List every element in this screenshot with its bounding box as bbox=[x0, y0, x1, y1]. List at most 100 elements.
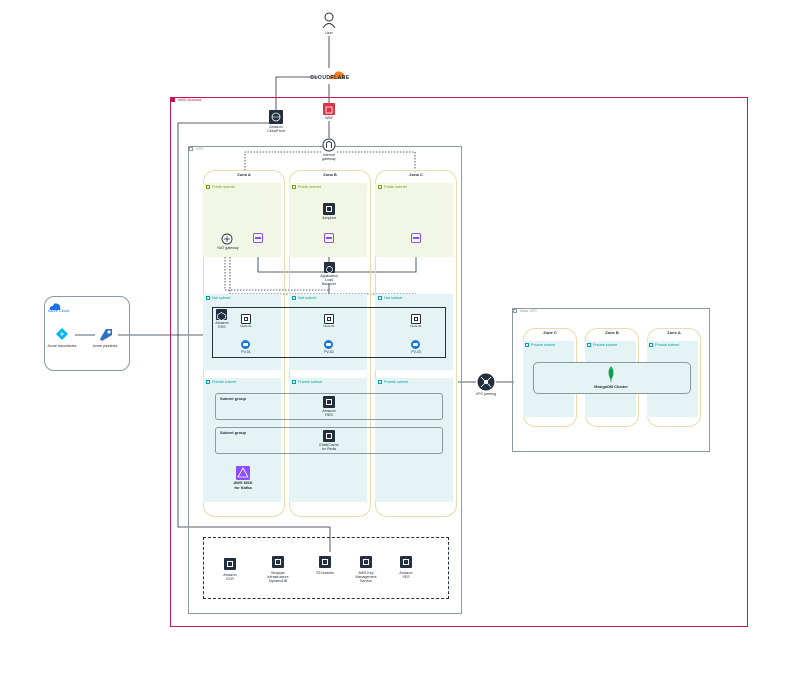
node-zone-c-label: Node 01 bbox=[410, 324, 422, 328]
zone-a-title: Zona A bbox=[237, 172, 251, 177]
eks-cluster-boundary bbox=[212, 307, 446, 358]
cloudflare-wordmark: CLOUDFLARE bbox=[310, 75, 350, 81]
dynamodb-label-2: Infrastructure bbox=[267, 575, 289, 579]
alb-zone-b-icon bbox=[324, 233, 334, 243]
jumpbox-label: Jumpbox bbox=[321, 216, 337, 220]
azure-pipelines-icon bbox=[97, 326, 114, 342]
atlas-vpc-container bbox=[512, 308, 710, 452]
elasticache-label-2: for Redis bbox=[321, 447, 337, 451]
public-subnet-icon bbox=[378, 185, 382, 189]
azure-pipelines-label: Azure pipelines bbox=[92, 344, 118, 348]
ecr-label-2: ECR bbox=[226, 577, 234, 581]
ses-label-1: Amazon bbox=[399, 571, 413, 575]
public-subnet-icon bbox=[206, 185, 210, 189]
aws-account-container bbox=[170, 97, 748, 627]
elasticache-icon bbox=[323, 430, 335, 442]
igw-to-zone-c-line bbox=[337, 151, 416, 172]
dynamodb-icon bbox=[272, 556, 284, 568]
mongodb-leaf-icon bbox=[606, 366, 616, 382]
vpc-label: VPC bbox=[196, 147, 204, 151]
zone-c-public-subnet-label: Public subnet bbox=[384, 185, 407, 189]
node-zone-a-label: Node 01 bbox=[240, 324, 252, 328]
node-zone-b-icon bbox=[324, 314, 334, 324]
kms-icon bbox=[360, 556, 372, 568]
cloudflare-logo-icon bbox=[327, 67, 347, 79]
zone-b-public-subnet bbox=[289, 183, 367, 257]
pv-02-label: PV-02 bbox=[324, 350, 334, 354]
subnet-group-elasticache-title: Subnet group bbox=[220, 430, 246, 435]
private-subnet-icon bbox=[525, 343, 529, 347]
ecr-label-1: Amazon bbox=[223, 573, 237, 577]
waf-icon bbox=[323, 103, 335, 115]
pv-01-label: PV-01 bbox=[241, 350, 251, 354]
zone-c-title: Zona C bbox=[409, 172, 423, 177]
azure-cloud-container bbox=[44, 296, 130, 371]
igw-label-2: gateway bbox=[322, 157, 336, 161]
ses-icon bbox=[400, 556, 412, 568]
msk-icon bbox=[236, 466, 250, 480]
pv-03-label: PV-03 bbox=[411, 350, 421, 354]
zone-a-private-subnet-label: Private subnet bbox=[212, 380, 237, 384]
user-icon bbox=[322, 12, 336, 29]
alb-label-3: Balancer bbox=[321, 282, 337, 286]
cloudfront-to-s3-line bbox=[177, 122, 331, 552]
azure-cloud-icon bbox=[48, 298, 62, 310]
zone-b-nat-subnet-label: Nat subnet bbox=[298, 296, 317, 300]
elasticache-label-1: ElastiCache bbox=[319, 443, 339, 447]
msk-label-1: AWS MSK bbox=[233, 480, 253, 485]
atlas-vpc-label: Atlas VPC bbox=[520, 309, 538, 313]
nat-gateway-icon bbox=[221, 232, 233, 245]
private-subnet-icon bbox=[587, 343, 591, 347]
subnet-group-rds: Subnet group bbox=[215, 393, 443, 420]
cloudflare-to-cloudfront-line bbox=[275, 76, 318, 110]
atlas-zone-b-title: Zone B bbox=[605, 330, 619, 335]
alb-label-2: Load bbox=[325, 278, 333, 282]
pv-02-icon bbox=[324, 340, 333, 349]
zone-c-nat-subnet-label: Nat subnet bbox=[384, 296, 403, 300]
internet-gateway-icon bbox=[322, 138, 336, 152]
azure-repos-label: Azure repositories bbox=[47, 344, 77, 348]
private-subnet-icon bbox=[649, 343, 653, 347]
application-load-balancer-icon bbox=[324, 262, 335, 273]
node-zone-a-icon bbox=[241, 314, 251, 324]
node-zone-b-label: Node 01 bbox=[323, 324, 335, 328]
pv-03-icon bbox=[411, 340, 420, 349]
pv-01-icon bbox=[241, 340, 250, 349]
cloudfront-label-1: Amazon bbox=[269, 125, 283, 129]
igw-to-zone-a-line bbox=[244, 151, 321, 172]
dynamodb-label-3: DynamoDB bbox=[268, 579, 288, 583]
subnet-group-elasticache: Subnet group bbox=[215, 427, 443, 454]
cloudfront-label-2: CloudFront bbox=[267, 129, 285, 133]
msk-label-2: for Kafka bbox=[234, 485, 252, 490]
zone-a-private-subnet bbox=[203, 378, 281, 502]
zone-a-public-subnet-label: Public subnet bbox=[212, 185, 235, 189]
aws-account-label: AWS Account bbox=[178, 98, 202, 102]
zone-a-nat-subnet-label: Nat subnet bbox=[212, 296, 231, 300]
nat-subnet-icon bbox=[206, 296, 210, 300]
regional-services-box bbox=[203, 537, 449, 599]
atlas-zone-a-title: Zone A bbox=[667, 330, 681, 335]
alb-zone-c-icon bbox=[411, 233, 421, 243]
rds-label-1: Amazon bbox=[322, 409, 336, 413]
mongodb-cluster-label: MongoDB Cluster bbox=[594, 384, 628, 389]
vpc-icon bbox=[189, 147, 193, 151]
zone-a-public-subnet bbox=[203, 183, 281, 257]
atlas-zone-a-private-label: Private subnet bbox=[655, 343, 680, 347]
vpc-peering-icon bbox=[477, 373, 495, 391]
atlas-vpc-icon bbox=[513, 309, 517, 313]
zone-b-public-subnet-label: Public subnet bbox=[298, 185, 321, 189]
kms-label-3: Service bbox=[360, 579, 372, 583]
s3-buckets-icon bbox=[319, 556, 331, 568]
nat-dash-1 bbox=[224, 245, 329, 291]
rds-icon bbox=[323, 396, 335, 408]
nat-gateway-label: NAT gateway bbox=[217, 246, 239, 250]
user-label: User bbox=[325, 31, 333, 35]
zone-b-title: Zona B bbox=[323, 172, 337, 177]
eks-icon bbox=[216, 309, 227, 321]
subnet-group-rds-title: Subnet group bbox=[220, 396, 246, 401]
private-subnet-icon bbox=[292, 380, 296, 384]
ecr-icon bbox=[224, 558, 236, 570]
atlas-zone-c-private-label: Private subnet bbox=[531, 343, 556, 347]
cloudfront-icon bbox=[269, 110, 283, 124]
waf-label: WAF bbox=[325, 116, 333, 120]
